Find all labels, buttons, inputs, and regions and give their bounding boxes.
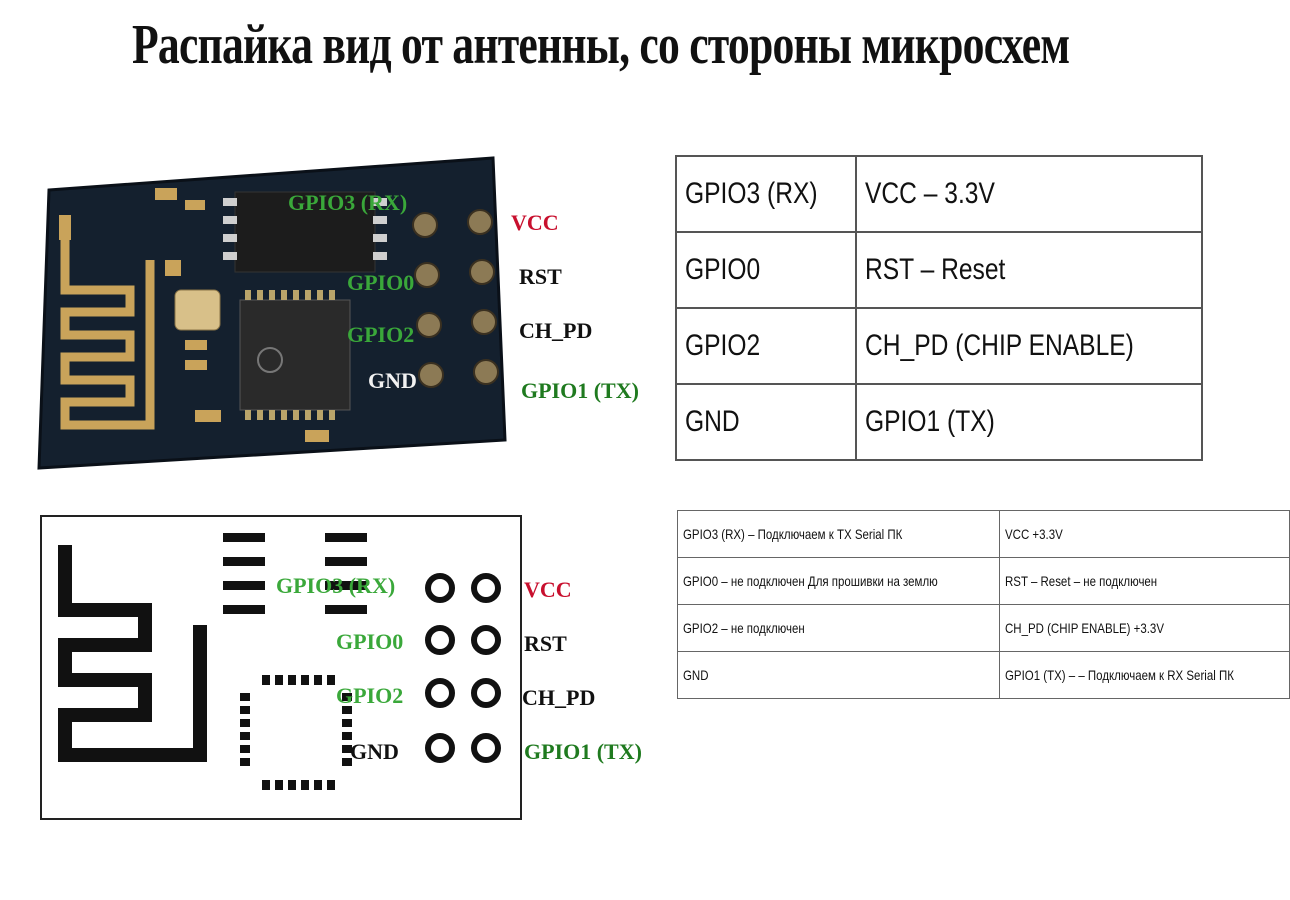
- connection-cell: RST – Reset – не подключен: [1004, 573, 1157, 589]
- photo-label-gnd: GND: [368, 368, 417, 393]
- connection-cell: GPIO1 (TX) – – Подключаем к RX Serial ПК: [1004, 667, 1234, 683]
- antenna-trace: [60, 235, 155, 430]
- board-photo: GPIO3 (RX) VCC GPIO0 RST GPIO2 CH_PD GND…: [35, 150, 639, 470]
- board-outline: [40, 515, 522, 820]
- table-row: GND GPIO1 (TX): [675, 383, 1203, 461]
- table-row: GPIO2 CH_PD (CHIP ENABLE): [675, 307, 1203, 385]
- table-row: GPIO2 – не подключен CH_PD (CHIP ENABLE)…: [677, 604, 1290, 652]
- table-row: GPIO3 (RX) VCC – 3.3V: [675, 155, 1203, 233]
- page-title: Распайка вид от антенны, со стороны микр…: [132, 14, 1070, 76]
- drawing-label-gpio1: GPIO1 (TX): [524, 739, 642, 764]
- drawing-label-gnd: GND: [350, 739, 399, 764]
- pin-cell: GPIO0: [685, 253, 761, 286]
- photo-label-ch-pd: CH_PD: [519, 318, 593, 343]
- photo-label-gpio2: GPIO2: [347, 322, 415, 347]
- pin-cell: GPIO1 (TX): [864, 405, 995, 438]
- esp-chip: [239, 299, 351, 411]
- photo-label-gpio1: GPIO1 (TX): [521, 378, 639, 403]
- connection-table: GPIO3 (RX) – Подключаем к TX Serial ПК V…: [677, 510, 1290, 699]
- connection-cell: GND: [683, 667, 709, 683]
- connection-cell: GPIO0 – не подключен Для прошивки на зем…: [683, 573, 938, 589]
- drawing-label-vcc: VCC: [524, 577, 572, 602]
- table-row: GPIO0 – не подключен Для прошивки на зем…: [677, 557, 1290, 605]
- antenna-drawing: [58, 545, 207, 762]
- drawing-label-rst: RST: [524, 631, 567, 656]
- drawing-label-gpio2: GPIO2: [336, 683, 404, 708]
- pin-cell: GPIO3 (RX): [685, 177, 818, 210]
- connection-cell: VCC +3.3V: [1004, 526, 1063, 542]
- pin-cell: CH_PD (CHIP ENABLE): [864, 329, 1134, 362]
- photo-label-gpio3: GPIO3 (RX): [288, 190, 408, 215]
- pin-cell: GND: [685, 405, 740, 438]
- drawing-label-ch-pd: CH_PD: [522, 685, 596, 710]
- drawing-label-gpio0: GPIO0: [336, 629, 404, 654]
- pin-cell: GPIO2: [685, 329, 761, 362]
- pin-cell: RST – Reset: [864, 253, 1006, 286]
- table-row: GPIO3 (RX) – Подключаем к TX Serial ПК V…: [677, 510, 1290, 558]
- connection-cell: CH_PD (CHIP ENABLE) +3.3V: [1004, 620, 1164, 636]
- board-drawing: GPIO3 (RX) VCC GPIO0 RST GPIO2 CH_PD GND…: [40, 515, 642, 820]
- crystal: [174, 289, 221, 331]
- connection-cell: GPIO3 (RX) – Подключаем к TX Serial ПК: [683, 526, 903, 542]
- connection-cell: GPIO2 – не подключен: [683, 620, 805, 636]
- pin-cell: VCC – 3.3V: [864, 177, 995, 210]
- table-row: GPIO0 RST – Reset: [675, 231, 1203, 309]
- flash-chip: [234, 191, 376, 273]
- table-row: GND GPIO1 (TX) – – Подключаем к RX Seria…: [677, 651, 1290, 699]
- drawing-label-gpio3: GPIO3 (RX): [276, 573, 396, 598]
- photo-label-gpio0: GPIO0: [347, 270, 415, 295]
- photo-label-vcc: VCC: [511, 210, 559, 235]
- pin-table: GPIO3 (RX) VCC – 3.3V GPIO0 RST – Reset …: [675, 155, 1203, 461]
- photo-label-rst: RST: [519, 264, 562, 289]
- pcb-illustration: [37, 156, 507, 470]
